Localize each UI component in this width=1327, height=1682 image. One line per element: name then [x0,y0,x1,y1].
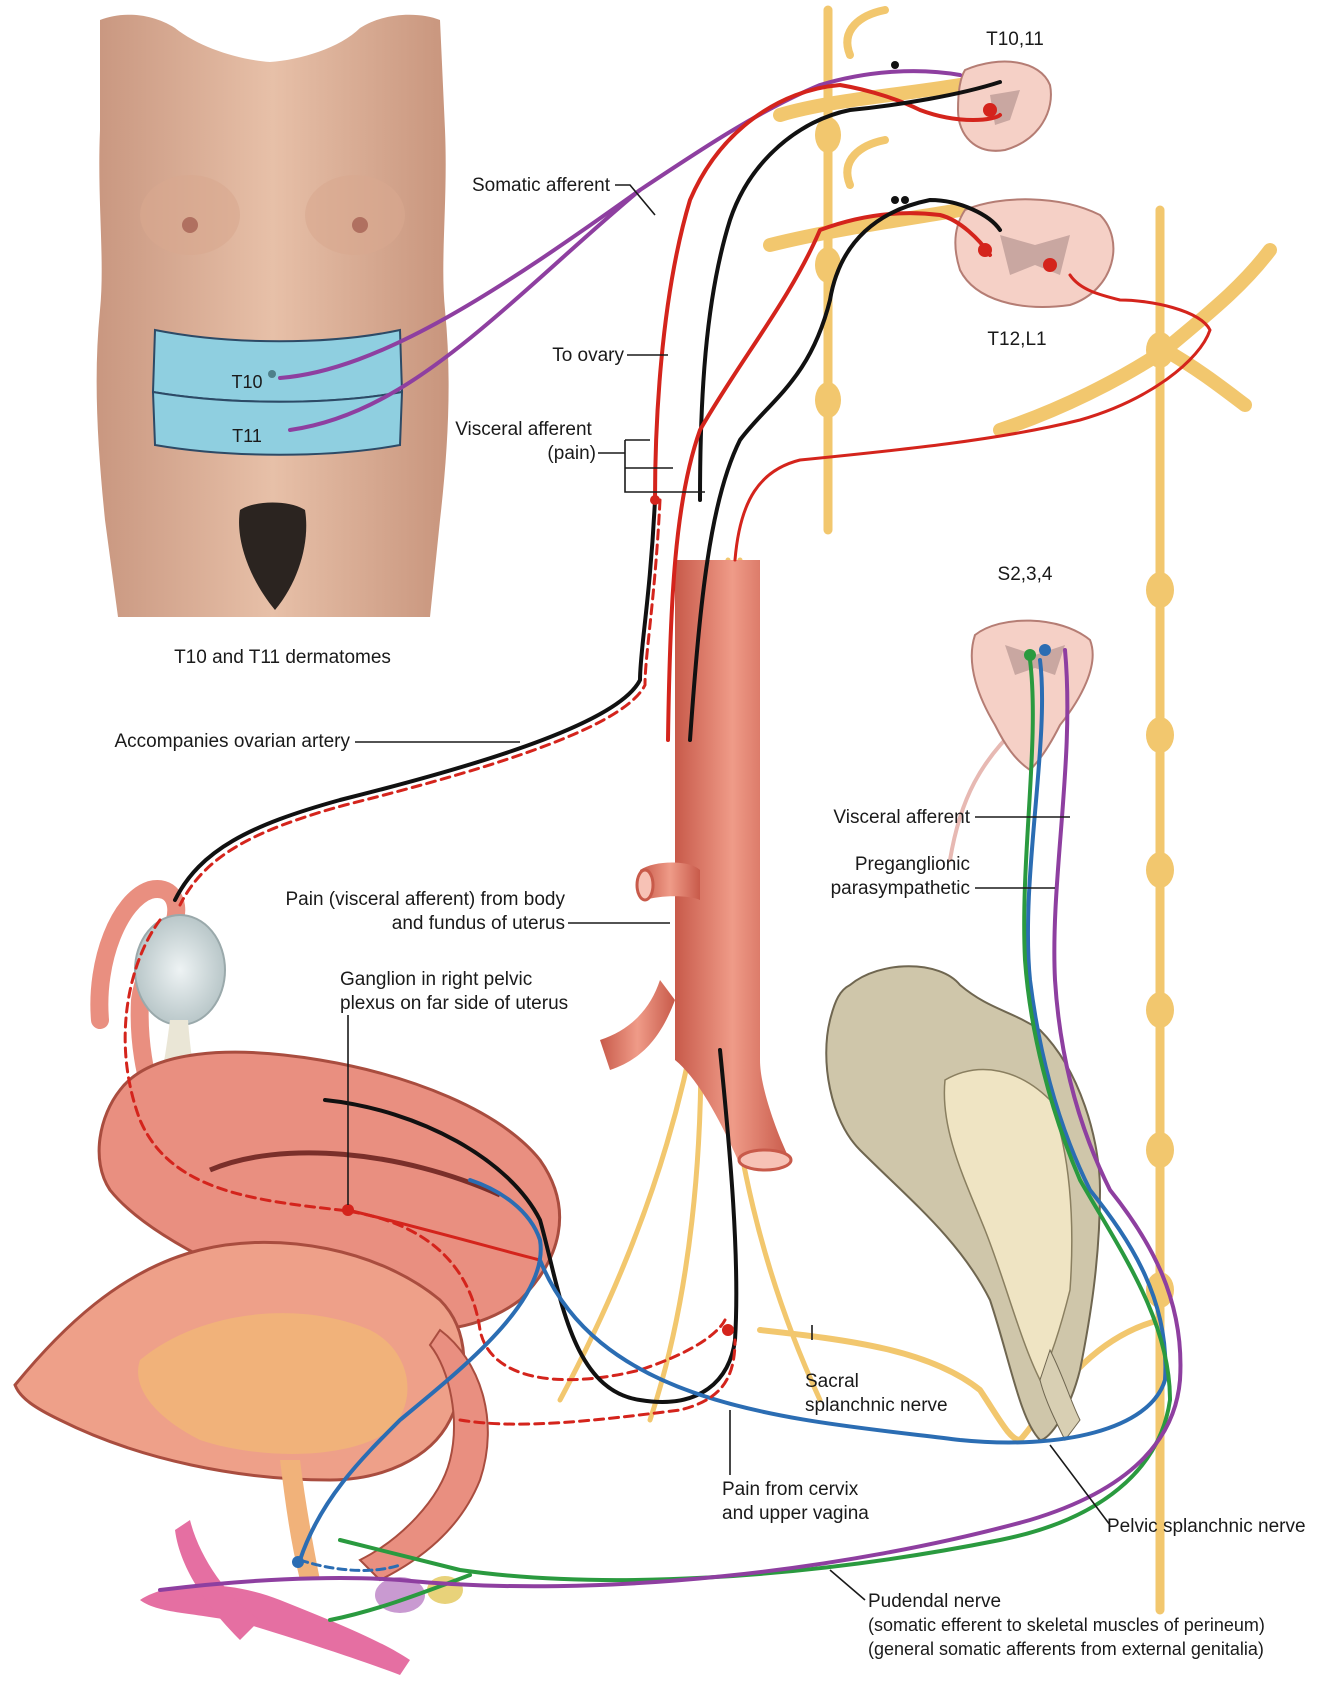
label-pain-body-fundus-2: and fundus of uterus [260,912,565,935]
sacrum [826,966,1100,1440]
left-breast [140,175,240,255]
upper-curl [847,10,885,55]
ganglion-8 [1146,992,1174,1028]
label-t10: T10 [222,371,272,394]
drg-black-cell-3 [901,196,909,204]
iliac-lumen [739,1150,791,1170]
t10-11-red-cell [983,103,997,117]
label-to-ovary: To ovary [500,344,624,367]
renal-lumen [637,870,653,900]
abdominal-aorta [675,560,790,1165]
sympathetic-to-t10-11 [700,82,1000,500]
label-accompanies-ovarian-artery: Accompanies ovarian artery [100,730,350,753]
label-visceral-afferent-pain-2: (pain) [446,442,596,465]
ganglion-1 [815,117,841,153]
t12-l1-red-cell-a [978,243,992,257]
label-t11: T11 [222,425,272,448]
torso-illustration [97,15,449,617]
label-t10-11: T10,11 [975,28,1055,51]
s234-green-cell [1024,649,1036,661]
label-pudendal-2: (somatic efferent to skeletal muscles of… [868,1614,1313,1637]
label-pudendal-3: (general somatic afferents from external… [868,1638,1313,1661]
right-ramus-2 [1165,350,1245,405]
label-visceral-afferent: Visceral afferent [800,806,970,829]
drg-black-cell-2 [891,196,899,204]
label-pain-body-fundus-1: Pain (visceral afferent) from body [260,888,565,911]
ganglion-6 [1146,717,1174,753]
left-iliac [600,980,675,1070]
s234-blue-cell [1039,644,1051,656]
t12-l1-red-cell-b [1043,258,1057,272]
mid-curl [847,140,885,185]
leader-pudendal [830,1570,865,1600]
label-sacral-splanchnic-2: splanchnic nerve [805,1394,965,1417]
right-breast [305,175,405,255]
cervix-red-cell [722,1324,734,1336]
label-t12-l1: T12,L1 [972,328,1062,351]
left-nipple [182,217,198,233]
label-pudendal-1: Pudendal nerve [868,1590,1118,1613]
drg-black-cell-1 [891,61,899,69]
leader-somatic-afferent [615,185,655,215]
ganglion-9 [1146,1132,1174,1168]
label-visceral-afferent-pain-1: Visceral afferent [446,418,601,441]
label-preganglionic-1: Preganglionic [800,853,970,876]
cervix-pain-fiber [460,1340,735,1424]
clitoris [140,1585,410,1675]
caption-dermatomes: T10 and T11 dermatomes [140,646,425,669]
ganglion-7 [1146,852,1174,888]
dermatome-band-t10 [153,330,402,402]
ganglion-5 [1146,572,1174,608]
label-sacral-splanchnic-1: Sacral [805,1370,905,1393]
ovary-afferent-cell [650,495,660,505]
label-pain-cervix-1: Pain from cervix [722,1478,892,1501]
label-preganglionic-2: parasympathetic [800,877,970,900]
label-pain-cervix-2: and upper vagina [722,1502,892,1525]
ganglion-4 [1146,332,1174,368]
perineal-blue-cell [292,1556,304,1568]
label-somatic-afferent: Somatic afferent [440,174,610,197]
right-nipple [352,217,368,233]
dermatome-band-t11 [153,392,402,455]
ganglion-3 [815,382,841,418]
visceral-afferent-right-ramus [735,275,1210,560]
ovary [135,915,225,1025]
label-ganglion-1: Ganglion in right pelvic [340,968,580,991]
label-ganglion-2: plexus on far side of uterus [340,992,590,1015]
label-s2-3-4: S2,3,4 [985,563,1065,586]
label-pelvic-splanchnic: Pelvic splanchnic nerve [1107,1515,1317,1538]
